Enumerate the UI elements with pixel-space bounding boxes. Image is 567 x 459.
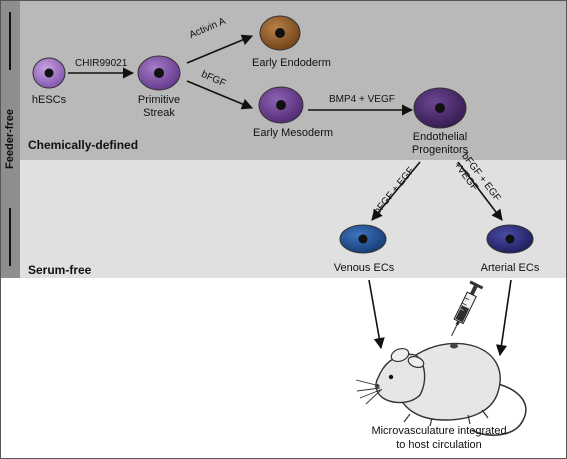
- endothelial-label-2: Progenitors: [411, 144, 469, 156]
- cell-primitive-streak: [137, 55, 181, 91]
- early-mesoderm-label: Early Mesoderm: [253, 127, 334, 139]
- serum-free-label: Serum-free: [28, 263, 92, 277]
- arrow-endothelial-to-arterial: [457, 161, 503, 221]
- feeder-free-label: Feeder-free: [4, 109, 16, 169]
- cell-hescs: [32, 57, 66, 89]
- arrow-endothelial-to-venous: [371, 161, 421, 221]
- feeder-free-sidebar: [0, 0, 20, 278]
- endothelial-label-1: Endothelial: [412, 131, 468, 143]
- venous-ecs-label: Venous ECs: [333, 262, 395, 274]
- serum-free-region: [0, 160, 567, 278]
- arrow-venous-to-mouse: [368, 279, 385, 350]
- cell-arterial-ecs: [486, 224, 534, 254]
- arterial-ecs-label: Arterial ECs: [480, 262, 540, 274]
- arrow-arterial-to-mouse: [495, 279, 512, 357]
- mouse-icon: [355, 342, 527, 436]
- outcome-label-1: Microvasculature integrated: [371, 425, 507, 437]
- primitive-streak-label-2: Streak: [143, 107, 175, 119]
- syringe-icon: [451, 280, 484, 337]
- cell-endothelial-progenitors: [413, 87, 467, 129]
- hescs-label: hESCs: [31, 94, 67, 106]
- cell-early-endoderm: [259, 15, 301, 51]
- bmp4-vegf-label: BMP4 + VEGF: [329, 94, 395, 105]
- outcome-label-2: to host circulation: [396, 439, 482, 451]
- arrow-primitive-to-mesoderm: [186, 80, 254, 110]
- cell-early-mesoderm: [258, 86, 304, 124]
- early-endoderm-label: Early Endoderm: [252, 57, 331, 69]
- chir99021-label: CHIR99021: [75, 58, 128, 69]
- chemically-defined-label: Chemically-defined: [28, 138, 139, 152]
- arrow-primitive-to-endoderm: [186, 34, 254, 64]
- primitive-streak-label-1: Primitive: [137, 94, 181, 106]
- cell-venous-ecs: [339, 224, 387, 254]
